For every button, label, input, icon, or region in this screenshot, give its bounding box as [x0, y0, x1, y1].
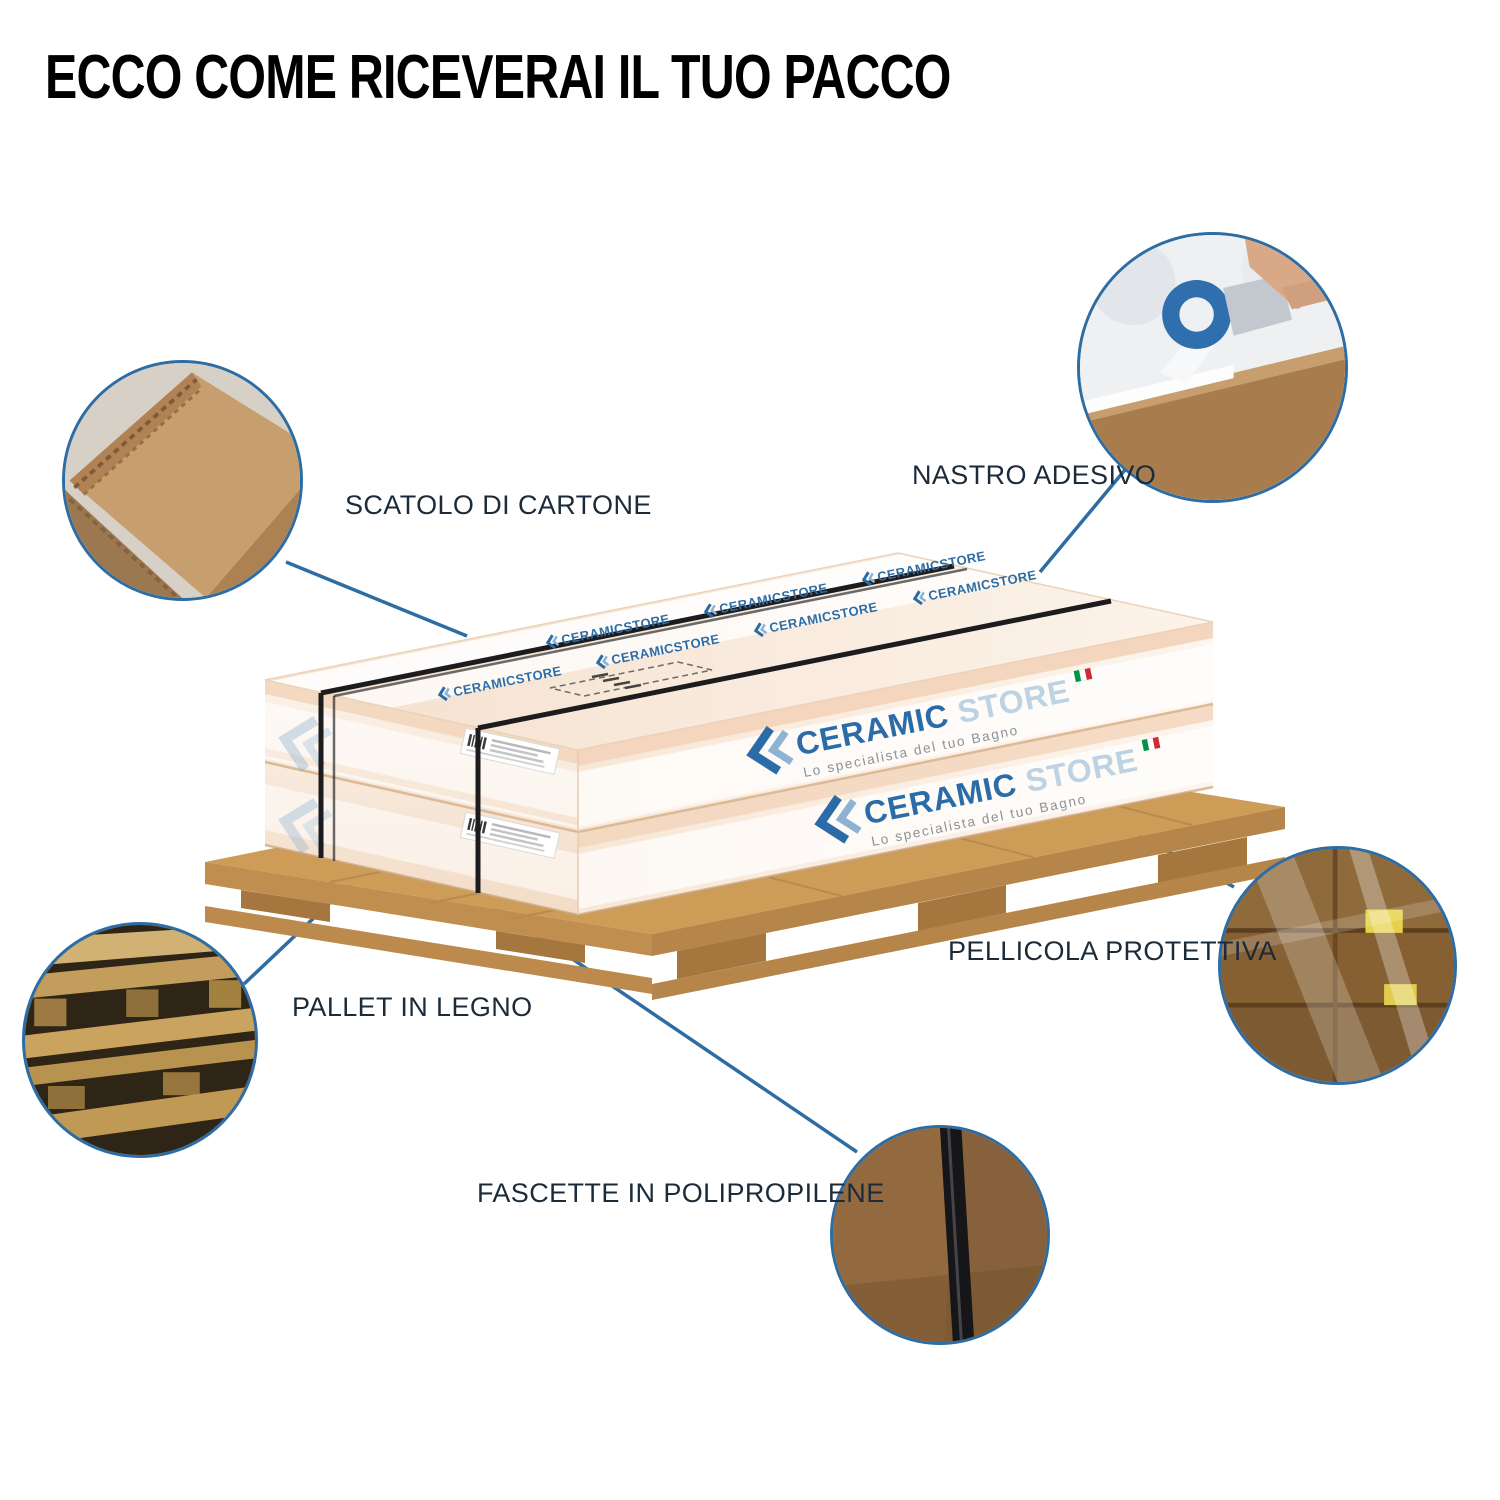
packing-list-label: [549, 661, 713, 697]
label-pallet: PALLET IN LEGNO: [292, 992, 533, 1022]
italian-flag-icon: [1073, 667, 1093, 683]
connector-nastro: [1038, 457, 1136, 574]
photo-circle-shrinkwrap: [1218, 846, 1457, 1085]
brand-chevron-icon: [746, 726, 782, 775]
cardboard-photo-icon: [65, 363, 300, 598]
strapping-bands: [318, 563, 1112, 893]
page-title: ECCO COME RICEVERAI IL TUO PACCO: [45, 43, 951, 112]
photo-circle-tape: [1077, 232, 1348, 503]
pallet-photo-icon: [25, 925, 255, 1155]
strap-photo-icon: [833, 1128, 1047, 1342]
italian-flag-icon: [1141, 736, 1161, 752]
connector-scatolo: [285, 560, 468, 638]
photo-circle-cardboard: [62, 360, 303, 601]
tape-dispenser-photo-icon: [1080, 235, 1345, 500]
photo-circle-pallet: [22, 922, 258, 1158]
carton-stack: [264, 552, 1214, 917]
photo-circle-strap: [830, 1125, 1050, 1345]
label-pellicola: PELLICOLA PROTETTIVA: [948, 936, 1277, 966]
label-nastro: NASTRO ADESIVO: [912, 460, 1157, 490]
brand-chevron-icon: [814, 795, 850, 844]
shrinkwrap-photo-icon: [1221, 849, 1454, 1082]
label-scatolo: SCATOLO DI CARTONE: [345, 490, 652, 520]
label-fascette: FASCETTE IN POLIPROPILENE: [477, 1178, 885, 1208]
